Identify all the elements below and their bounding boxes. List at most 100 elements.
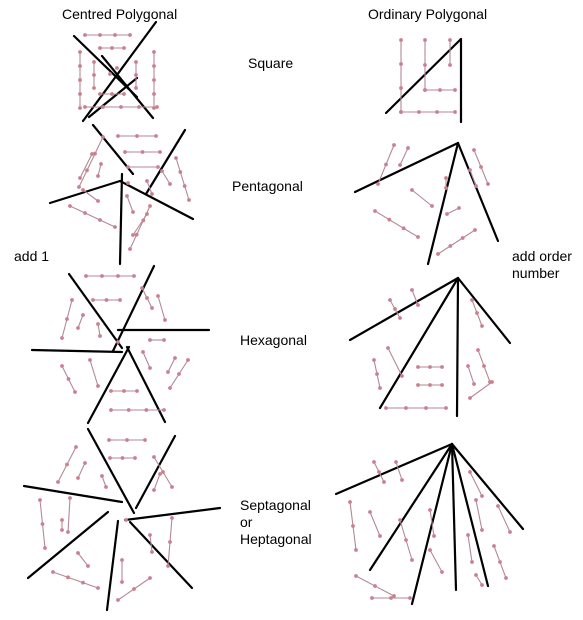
dot-58 <box>68 204 72 208</box>
dot-224 <box>468 396 472 400</box>
cut-line-29 <box>378 276 460 410</box>
row-label-pentagonal: Pentagonal <box>232 178 303 194</box>
cut-line-30 <box>455 276 460 418</box>
dot-186 <box>410 188 414 192</box>
dot-62 <box>81 188 85 192</box>
dot-185 <box>416 235 420 239</box>
cut-line-18 <box>22 484 124 504</box>
dot-219 <box>476 348 480 352</box>
cut-line-19 <box>123 506 222 522</box>
dot-137 <box>60 518 64 522</box>
dots <box>38 33 512 602</box>
dot-153 <box>132 587 136 591</box>
dot-40 <box>126 165 130 169</box>
dot-link-78 <box>469 381 493 399</box>
dot-60 <box>98 218 102 222</box>
dot-178 <box>479 165 483 169</box>
cut-line-5 <box>91 123 135 176</box>
dot-71 <box>131 210 135 214</box>
dot-9 <box>78 106 82 110</box>
dot-117 <box>108 456 112 460</box>
dot-170 <box>438 88 442 92</box>
dot-229 <box>394 460 398 464</box>
dot-89 <box>150 306 154 310</box>
dot-link-13 <box>79 153 93 179</box>
dot-link-27 <box>97 323 101 337</box>
dot-129 <box>170 485 174 489</box>
dot-4 <box>128 33 132 37</box>
dot-160 <box>423 38 427 42</box>
dot-78 <box>104 298 109 302</box>
dot-156 <box>399 38 403 42</box>
dot-34 <box>116 134 120 138</box>
dot-25 <box>92 86 96 90</box>
dot-85 <box>96 322 100 326</box>
dot-250 <box>480 494 484 498</box>
cut-line-37 <box>450 442 525 531</box>
dot-240 <box>389 596 393 600</box>
dot-145 <box>66 575 70 580</box>
dot-31 <box>122 92 126 96</box>
dot-28 <box>134 86 138 90</box>
dot-184 <box>401 226 406 231</box>
cut-line-4 <box>87 76 139 119</box>
dot-251 <box>474 498 478 502</box>
dot-35 <box>135 134 139 138</box>
dot-1 <box>83 33 87 37</box>
dot-42 <box>101 135 105 139</box>
dot-200 <box>416 303 420 307</box>
dot-19 <box>155 105 159 109</box>
dot-189 <box>457 206 461 210</box>
dot-65 <box>141 218 146 223</box>
dot-link-51 <box>77 552 89 567</box>
dot-199 <box>410 288 414 292</box>
dot-217 <box>475 311 479 315</box>
dot-93 <box>162 338 166 342</box>
dot-139 <box>148 533 152 537</box>
note-add-1: add 1 <box>14 248 50 264</box>
note-add-order-number: add order number <box>512 248 572 281</box>
dot-link-26 <box>77 314 84 329</box>
dot-16 <box>101 105 105 109</box>
dot-114 <box>107 438 111 442</box>
dot-102 <box>122 389 126 393</box>
dot-207 <box>428 365 432 369</box>
dot-181 <box>474 184 478 188</box>
dot-link-77 <box>467 365 475 385</box>
dot-237 <box>373 584 377 588</box>
dot-206 <box>416 365 420 369</box>
dot-259 <box>504 576 508 580</box>
dot-228 <box>382 480 386 484</box>
dot-255 <box>496 504 500 508</box>
dot-233 <box>354 548 358 552</box>
dot-link-12 <box>78 136 104 188</box>
dot-130 <box>158 472 162 476</box>
cut-line-11 <box>111 264 156 353</box>
cut-line-12 <box>30 348 124 354</box>
dot-link-17 <box>146 180 153 195</box>
dot-link-64 <box>411 189 433 207</box>
dot-74 <box>100 274 104 278</box>
dot-8 <box>78 92 82 96</box>
dot-135 <box>68 496 72 500</box>
dot-111 <box>88 358 92 362</box>
row-label-septagonal: Septagonal or Heptagonal <box>240 497 312 547</box>
dot-30 <box>110 92 114 96</box>
dot-13 <box>152 92 156 96</box>
dot-227 <box>377 470 381 474</box>
cut-line-15 <box>86 345 131 425</box>
dot-248 <box>440 570 444 574</box>
dot-150 <box>120 558 124 562</box>
dot-205 <box>400 374 404 378</box>
dot-105 <box>126 408 131 412</box>
dot-122 <box>56 480 60 484</box>
dot-55 <box>168 182 172 186</box>
dot-link-62 <box>469 169 477 187</box>
dot-245 <box>428 508 432 512</box>
dot-link-41 <box>77 462 86 479</box>
dot-98 <box>166 370 170 374</box>
cut-line-33 <box>368 442 454 572</box>
dot-171 <box>453 88 457 92</box>
dot-link-22 <box>126 195 134 213</box>
dot-88 <box>145 296 149 300</box>
